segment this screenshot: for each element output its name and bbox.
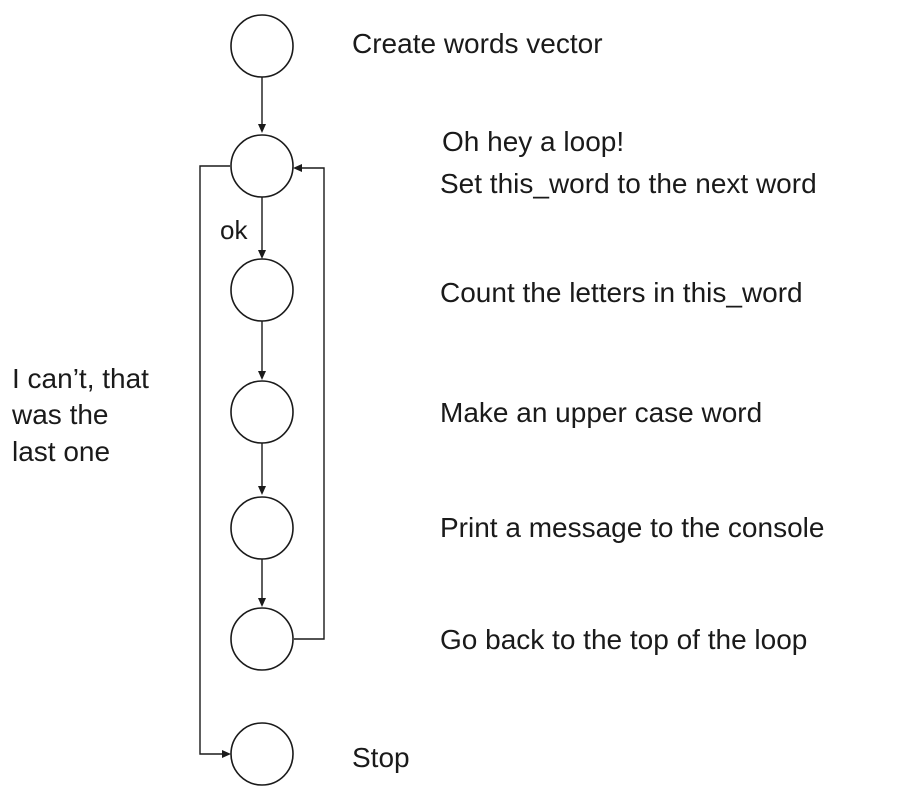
node-print-message — [230, 496, 294, 560]
arrowhead — [258, 250, 266, 259]
arrowhead — [293, 164, 302, 172]
edge-loop-to-stop — [199, 165, 230, 755]
node-upper-case — [230, 380, 294, 444]
arrowhead — [222, 750, 231, 758]
label-upper-case: Make an upper case word — [440, 397, 762, 428]
node-count-letters — [230, 258, 294, 322]
edge-label-ok: ok — [220, 215, 248, 245]
edge-back-to-loop — [294, 167, 325, 640]
arrowhead — [258, 598, 266, 607]
node-create-words-vector — [230, 14, 294, 78]
edge-label-exit-line3: last one — [12, 436, 110, 467]
label-print-message: Print a message to the console — [440, 512, 824, 543]
label-go-back: Go back to the top of the loop — [440, 624, 807, 655]
label-stop: Stop — [352, 742, 410, 773]
edge-label-exit-line1: I can’t, that — [12, 363, 149, 394]
arrowhead — [258, 124, 266, 133]
edge-label-exit-line2: was the — [11, 399, 109, 430]
label-loop-line2: Set this_word to the next word — [440, 168, 817, 199]
arrowhead — [258, 371, 266, 380]
label-count-letters: Count the letters in this_word — [440, 277, 803, 308]
label-loop-line1: Oh hey a loop! — [442, 126, 624, 157]
node-loop-start — [230, 134, 294, 198]
node-stop — [230, 722, 294, 786]
arrowhead — [258, 486, 266, 495]
node-go-back — [230, 607, 294, 671]
label-create-words-vector: Create words vector — [352, 28, 603, 59]
